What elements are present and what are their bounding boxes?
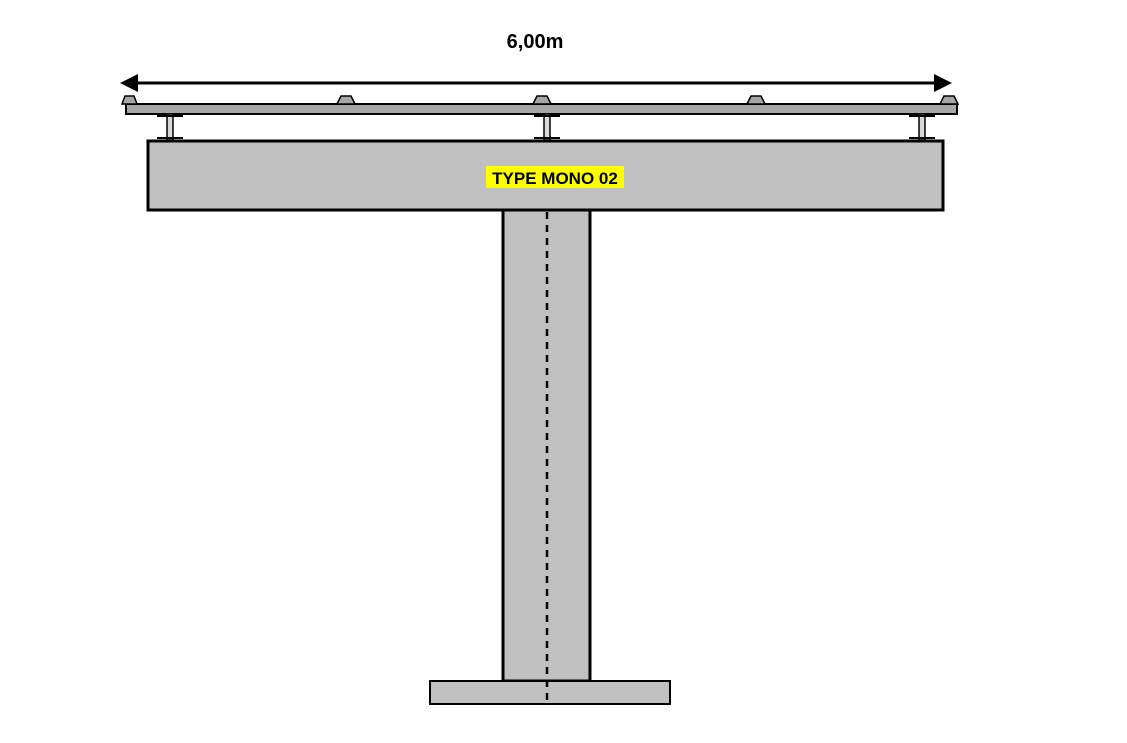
base-plate [429, 680, 671, 705]
support-post-right [909, 113, 935, 141]
support-posts [157, 113, 935, 141]
dimension-label: 6,00m [507, 31, 564, 53]
arrowhead-left-icon [120, 74, 138, 92]
clamp [531, 95, 553, 105]
support-post-center [534, 113, 560, 141]
clamp [120, 95, 139, 105]
clamp [335, 95, 357, 105]
dimension-line [120, 74, 952, 92]
clamp [745, 95, 767, 105]
type-label-highlight [486, 166, 624, 188]
panel-rail [120, 95, 960, 115]
clamp [938, 95, 960, 105]
type-label: TYPE MONO 02 [492, 169, 618, 188]
arrowhead-right-icon [934, 74, 952, 92]
support-post-left [157, 113, 183, 141]
